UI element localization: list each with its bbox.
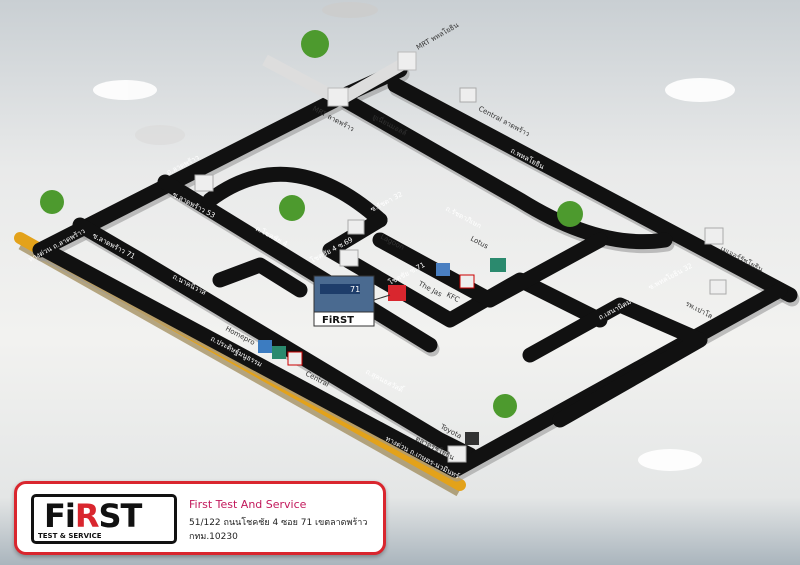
svg-text:KFC: KFC (445, 291, 461, 304)
road-arc (202, 166, 388, 228)
trees (40, 30, 583, 418)
address-line-2: กทม.10230 (189, 532, 238, 542)
svg-text:รพ.เปาโล: รพ.เปาโล (684, 299, 714, 321)
road-lp71-link (212, 257, 308, 298)
road-soi (372, 232, 608, 308)
location-sign: 71 FiRST (313, 275, 391, 327)
clouds (93, 2, 735, 471)
roads (32, 62, 798, 478)
company-info-box: FiRST TEST & SERVICE First Test And Serv… (14, 481, 386, 555)
road-phahonyothin (387, 77, 798, 303)
svg-text:FiRST: FiRST (322, 315, 354, 326)
road-chokchai (322, 212, 608, 328)
road-lp53 (157, 174, 438, 353)
road-senanikom (522, 297, 708, 428)
buildings (194, 87, 727, 463)
logo-subtitle: TEST & SERVICE (38, 532, 102, 540)
road-ratchada (337, 92, 673, 250)
svg-text:Lotus: Lotus (469, 235, 490, 251)
svg-text:ซ.รัชดา 32: ซ.รัชดา 32 (369, 190, 404, 214)
address-line-1: 51/122 ถนนโชคชัย 4 ซอย 71 เขตลาดพร้าว (189, 518, 368, 528)
svg-text:MRT พหลโยธิน: MRT พหลโยธิน (415, 20, 461, 52)
first-location-marker (388, 285, 406, 301)
company-name: First Test And Service (189, 498, 307, 511)
bts-skywalk (262, 51, 417, 107)
svg-text:ซ.พหลโยธิน 32: ซ.พหลโยธิน 32 (647, 261, 694, 292)
company-logo: FiRST TEST & SERVICE (31, 494, 177, 544)
svg-text:ถ.รัชดาภิเษก: ถ.รัชดาภิเษก (444, 205, 482, 231)
svg-text:71: 71 (350, 285, 360, 294)
